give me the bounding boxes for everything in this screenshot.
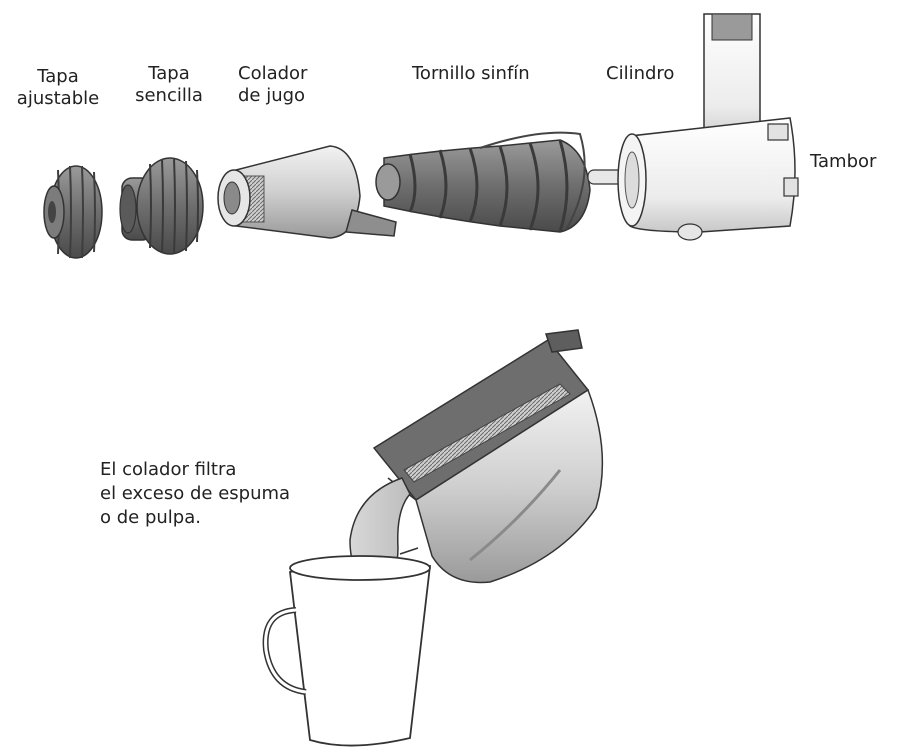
label-colador-line2: de jugo	[238, 85, 306, 106]
label-colador-de-jugo: Colador de jugo	[238, 63, 348, 107]
juice-strainer	[217, 145, 397, 239]
caption-line2: el exceso de espuma	[100, 483, 291, 504]
label-cilindro: Cilindro	[606, 63, 675, 84]
label-tambor: Tambor	[810, 151, 877, 172]
label-colador-line1: Colador	[238, 63, 308, 84]
label-tapa-ajustable-line1: Tapa	[37, 66, 79, 87]
label-tapa-sencilla: Tapa sencilla	[124, 63, 214, 107]
pouring-strainer	[372, 329, 604, 584]
label-tapa-sencilla-line1: Tapa	[148, 63, 190, 84]
cylinder-housing	[617, 13, 799, 241]
label-tornillo-sinfin: Tornillo sinfín	[412, 63, 530, 84]
caption-line1: El colador filtra	[100, 459, 237, 480]
auger-screw	[375, 131, 633, 233]
adjustable-cap	[43, 165, 103, 259]
strainer-caption: El colador filtra el exceso de espuma o …	[100, 458, 290, 530]
measuring-cup	[262, 547, 432, 747]
caption-line3: o de pulpa.	[100, 507, 201, 528]
label-tapa-sencilla-line2: sencilla	[135, 85, 203, 106]
label-tapa-ajustable: Tapa ajustable	[6, 66, 110, 110]
label-tapa-ajustable-line2: ajustable	[16, 88, 100, 109]
simple-cap	[119, 157, 204, 255]
